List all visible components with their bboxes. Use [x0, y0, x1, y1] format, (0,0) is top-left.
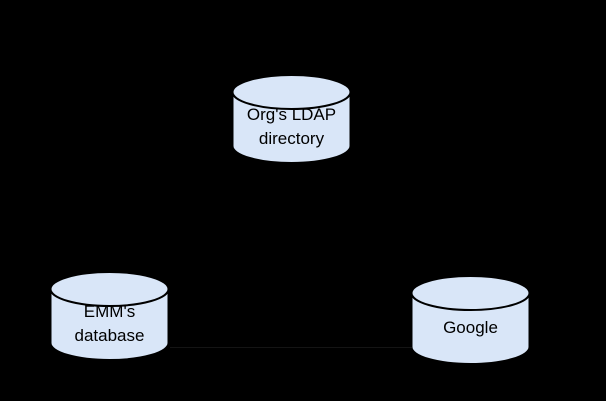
cylinder-top [49, 271, 170, 307]
node-label-emm-database: EMM's database [49, 290, 170, 358]
cylinder-body [410, 292, 531, 365]
cylinder-top [410, 275, 531, 311]
cylinder-body [49, 288, 170, 361]
node-label-line: Google [443, 318, 498, 337]
db-cylinder-emm-database: EMM's database [49, 270, 170, 362]
db-cylinder-google: Google [410, 274, 531, 366]
database-cylinder-icon [49, 271, 170, 361]
db-cylinder-org-ldap: Org's LDAP directory [231, 73, 352, 165]
node-label-org-ldap: Org's LDAP directory [231, 93, 352, 161]
cylinder-body [231, 91, 352, 164]
node-label-line: EMM's [83, 302, 136, 321]
node-label-line: Org's LDAP [246, 105, 337, 124]
node-label-line: database [74, 326, 145, 345]
node-label-line: directory [258, 129, 325, 148]
database-cylinder-icon [410, 275, 531, 365]
faint-connector-line [170, 347, 412, 348]
cylinder-top [231, 74, 352, 110]
node-label-google: Google [410, 294, 531, 362]
database-cylinder-icon [231, 74, 352, 164]
